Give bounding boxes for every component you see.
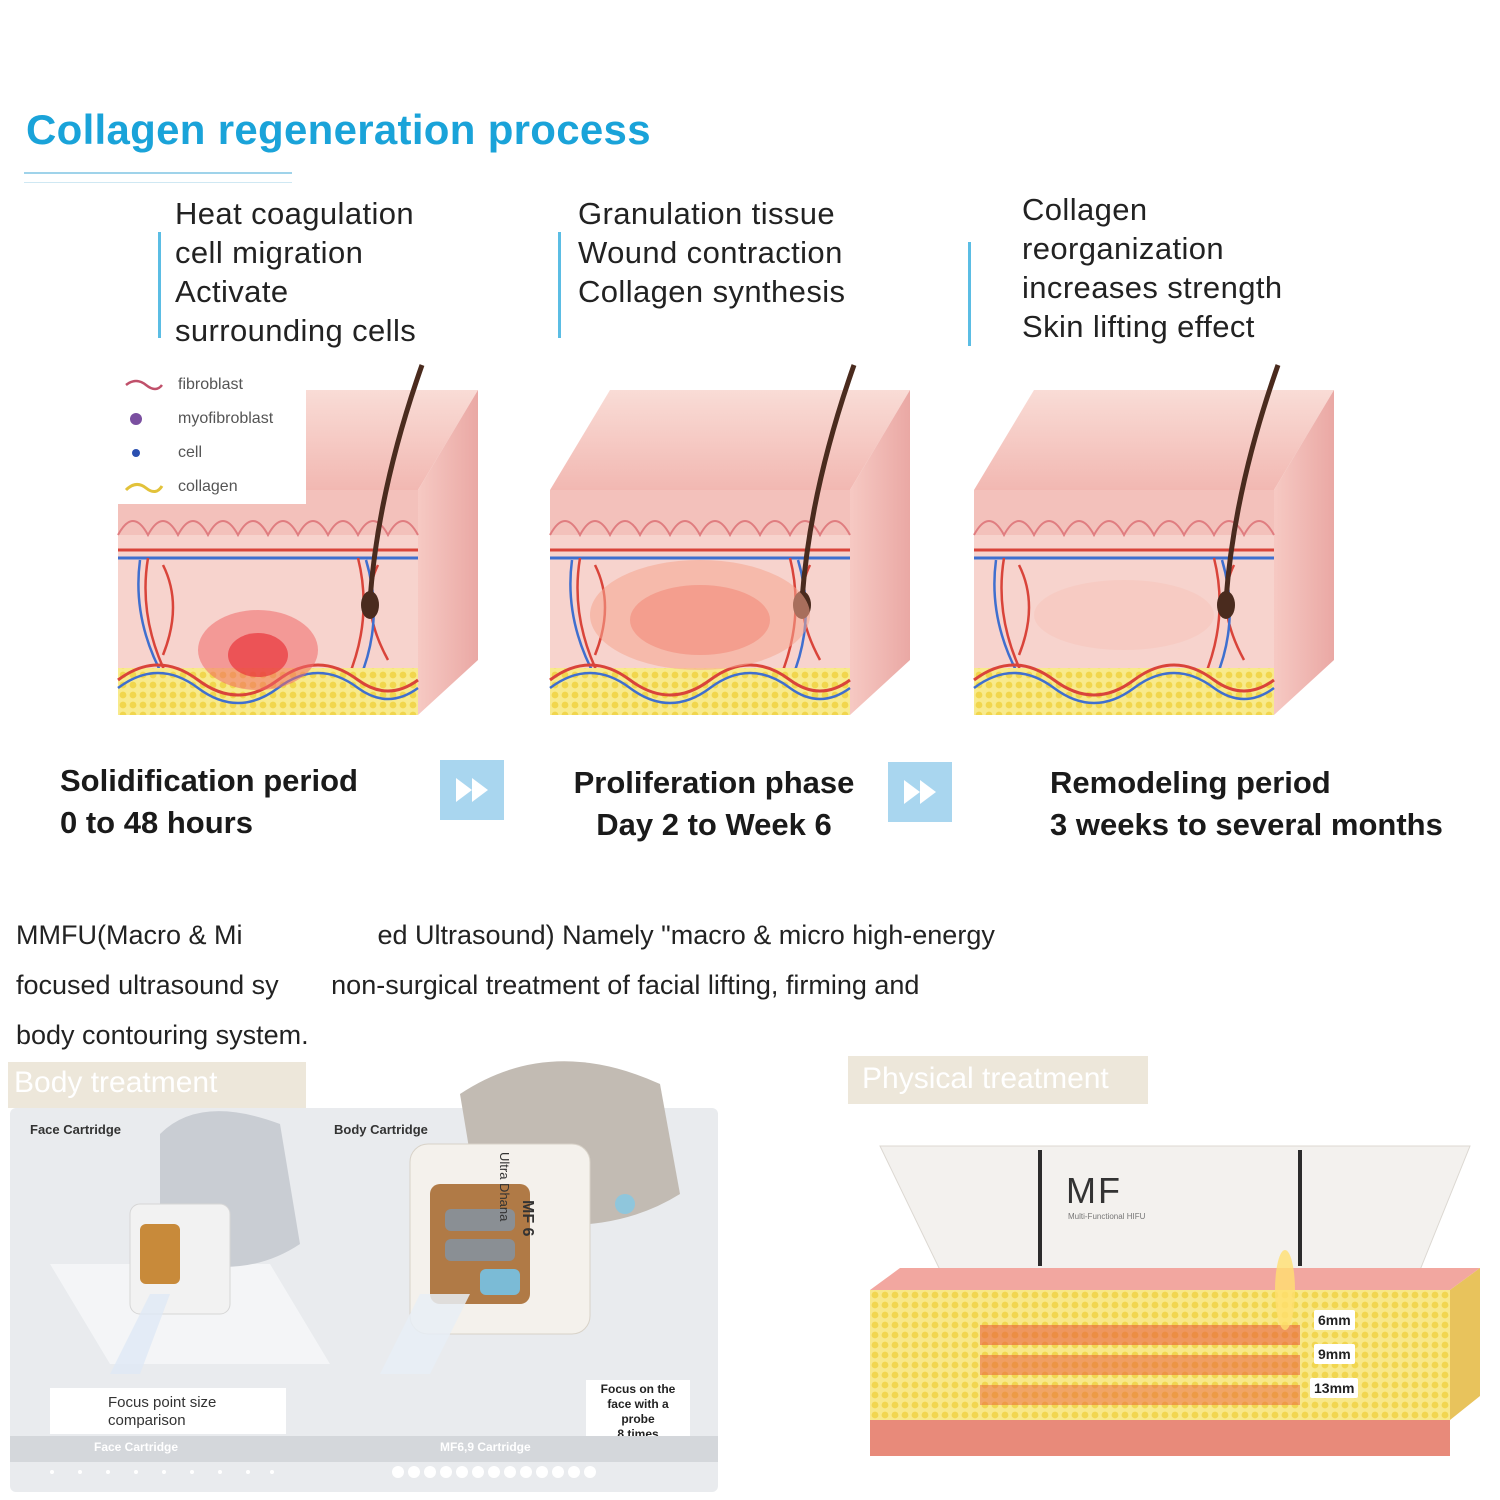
legend-label: myofibroblast	[178, 410, 274, 427]
phase-3-duration: 3 weeks to several months	[1050, 807, 1443, 842]
physical-treatment-tag-bg	[848, 1056, 1148, 1104]
cell-legend: fibroblast myofibroblast cell collagen	[118, 368, 306, 504]
phase-1-duration: 0 to 48 hours	[60, 805, 253, 840]
depth-label-13mm: 13mm	[1310, 1378, 1359, 1398]
phase-3-name: Remodeling period	[1050, 765, 1331, 800]
legend-item: collagen	[124, 478, 238, 496]
mf-device-illustration	[870, 1145, 1480, 1456]
paragraph-line: body contouring system.	[16, 1020, 309, 1050]
legend-label: cell	[178, 444, 203, 461]
focus-face-line: probe	[621, 1412, 655, 1426]
body-treatment-tag-bg	[8, 1062, 306, 1108]
stage-3-line: increases strength	[1022, 270, 1283, 305]
next-arrow-1	[440, 760, 504, 820]
mf-device-head	[879, 1145, 1471, 1271]
body-cartridge-device	[380, 1061, 680, 1374]
stage-2-line: Granulation tissue	[578, 196, 836, 231]
phase-2: Proliferation phase Day 2 to Week 6	[562, 762, 866, 846]
footer-face-cartridge: Face Cartridge	[94, 1440, 179, 1454]
skin-illustration-proliferation	[540, 350, 920, 720]
title-underline	[24, 172, 292, 174]
body-cartridge-label: Body Cartridge	[334, 1122, 428, 1137]
myofibroblast-icon	[130, 413, 142, 425]
stage-1-line: Heat coagulation	[175, 196, 415, 231]
body-treatment-tag: Body treatment	[14, 1066, 218, 1099]
legend-label: collagen	[178, 478, 238, 495]
stage-2-line: Wound contraction	[578, 235, 843, 270]
stage-3-line: reorganization	[1022, 231, 1225, 266]
next-arrow-2	[888, 762, 952, 822]
skin-illustration-remodeling	[964, 350, 1344, 720]
fibroblast-icon	[125, 379, 163, 391]
physical-treatment-tag: Physical treatment	[862, 1062, 1109, 1095]
focus-face-line: face with a	[607, 1397, 669, 1411]
skin-surface	[870, 1268, 1480, 1290]
face-cartridge-label: Face Cartridge	[30, 1122, 122, 1137]
stage-2-marker	[558, 232, 561, 338]
focus-dots	[50, 1466, 596, 1478]
fast-forward-icon	[456, 778, 488, 802]
stage-1-line: Activate	[175, 274, 289, 309]
stage-1-line: cell migration	[175, 235, 364, 270]
phase-1: Solidification period 0 to 48 hours	[60, 760, 358, 844]
depth-label-6mm: 6mm	[1314, 1310, 1355, 1330]
fast-forward-icon	[904, 780, 936, 804]
legend-label: fibroblast	[178, 376, 243, 393]
mf-brand: MF	[1066, 1170, 1122, 1211]
focus-face-note: Focus on the face with a probe 8 times	[586, 1380, 690, 1444]
focus-compare-label: Focus point size comparison	[108, 1394, 217, 1429]
depth-label-9mm: 9mm	[1314, 1344, 1355, 1364]
stage-3-line: Collagen	[1022, 192, 1148, 227]
footer-mf-cartridge: MF6,9 Cartridge	[440, 1440, 531, 1454]
cell-icon	[132, 449, 140, 457]
stage-3-description: Collagen reorganization increases streng…	[1022, 190, 1283, 346]
stage-2-description: Granulation tissue Wound contraction Col…	[578, 194, 845, 311]
description-paragraph: MMFU(Macro & Mi ed Ultrasound) Namely "m…	[16, 910, 1136, 1060]
focus-face-line: Focus on the	[600, 1382, 676, 1396]
page-title: Collagen regeneration process	[26, 106, 651, 153]
stage-1-marker	[158, 232, 161, 338]
granulation-zone	[590, 560, 810, 670]
heat-coagulation-zone	[198, 610, 318, 690]
muscle-layer	[870, 1420, 1450, 1456]
legend-item: myofibroblast	[124, 410, 273, 428]
stage-3-marker	[968, 242, 971, 346]
focus-compare-bg	[50, 1388, 286, 1434]
cartridge-footer	[10, 1436, 718, 1462]
stage-3-line: Skin lifting effect	[1022, 309, 1255, 344]
cartridge-devices-illustration	[50, 1061, 680, 1374]
device-brand-label: Ultra Dhana	[497, 1152, 512, 1222]
skin-illustration-solidification	[108, 350, 488, 720]
mf-subtitle: Multi-Functional HIFU	[1068, 1212, 1146, 1221]
ultrasound-beam	[1275, 1250, 1295, 1330]
paragraph-line: MMFU(Macro & Mi ed Ultrasound) Namely "m…	[16, 920, 995, 950]
device-model-label: MF 6	[519, 1200, 536, 1237]
legend-item: cell	[124, 444, 202, 462]
title-underline-secondary	[24, 182, 292, 183]
stage-1-line: surrounding cells	[175, 313, 417, 348]
stage-1-description: Heat coagulation cell migration Activate…	[175, 194, 416, 350]
face-cartridge-device	[110, 1111, 300, 1374]
paragraph-line: focused ultrasound sy non-surgical treat…	[16, 970, 920, 1000]
phase-2-name: Proliferation phase	[573, 765, 855, 800]
legend-item: fibroblast	[124, 376, 243, 394]
phase-2-duration: Day 2 to Week 6	[596, 807, 832, 842]
collagen-icon	[124, 483, 164, 493]
remodeled-zone	[1034, 580, 1214, 650]
heat-focus-zones	[980, 1325, 1300, 1405]
stage-2-line: Collagen synthesis	[578, 274, 846, 309]
phase-3: Remodeling period 3 weeks to several mon…	[1050, 762, 1443, 846]
phase-1-name: Solidification period	[60, 763, 358, 798]
